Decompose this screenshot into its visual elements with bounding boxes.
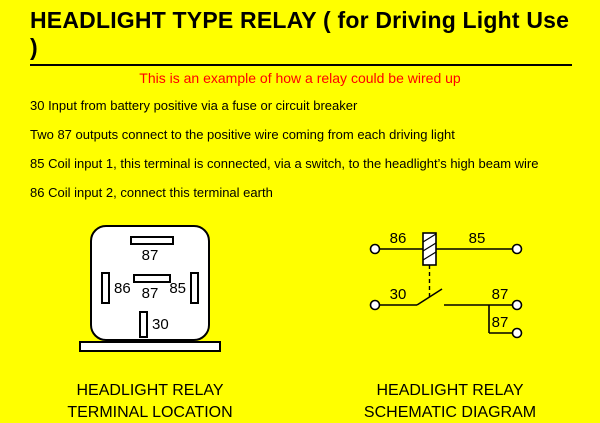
- terminal-label-30: 30: [152, 315, 169, 333]
- terminal-circle-87-top: [511, 299, 523, 311]
- schematic-caption-line2: SCHEMATIC DIAGRAM: [363, 403, 537, 421]
- schematic-caption: HEADLIGHT RELAY SCHEMATIC DIAGRAM: [364, 380, 536, 423]
- terminal-circle-87-bottom: [511, 327, 523, 339]
- terminal-label-85: 85: [169, 279, 186, 297]
- schematic-diagram: 86 85 30 87 87: [365, 214, 535, 362]
- terminal-slot-87-top: [130, 235, 174, 245]
- terminal-caption-line2: TERMINAL LOCATION: [67, 403, 233, 421]
- page-title: HEADLIGHT TYPE RELAY ( for Driving Light…: [30, 7, 570, 60]
- terminal-label-87-center: 87: [141, 284, 159, 302]
- schematic-label-87-bottom: 87: [492, 314, 509, 331]
- notes-list: 30 Input from battery positive via a fus…: [30, 98, 600, 200]
- schematic-label-30: 30: [390, 286, 407, 303]
- schematic-svg: 86 85 30 87 87: [369, 230, 523, 339]
- page: { "title": "HEADLIGHT TYPE RELAY ( for D…: [0, 7, 600, 421]
- terminal-label-87-top: 87: [141, 246, 159, 264]
- diagrams-row: 87 86 87 85 30 HEADLIGHT RELAY TERMINAL …: [0, 214, 600, 423]
- schematic-label-85: 85: [469, 230, 486, 247]
- schematic-column: 86 85 30 87 87: [300, 214, 600, 423]
- note-terminal-87: Two 87 outputs connect to the positive w…: [30, 127, 455, 142]
- note-terminal-86: 86 Coil input 2, connect this terminal e…: [30, 185, 273, 200]
- coil-hatch-2: [422, 242, 437, 252]
- subtitle: This is an example of how a relay could …: [139, 70, 461, 86]
- terminal-location-caption: HEADLIGHT RELAY TERMINAL LOCATION: [67, 380, 232, 423]
- terminal-caption-line1: HEADLIGHT RELAY: [76, 382, 224, 399]
- terminal-location-diagram: 87 86 87 85 30: [79, 214, 221, 362]
- terminal-circle-86: [369, 243, 381, 255]
- schematic-label-86: 86: [390, 230, 407, 247]
- terminal-circle-30: [369, 299, 381, 311]
- switch-blade: [416, 288, 443, 306]
- terminal-location-column: 87 86 87 85 30 HEADLIGHT RELAY TERMINAL …: [0, 214, 300, 423]
- terminal-slot-86: [101, 271, 110, 304]
- terminal-slot-87-center: [133, 273, 171, 283]
- relay-body: 87 86 87 85 30: [90, 224, 210, 341]
- relay-mounting-base: [79, 340, 221, 352]
- schematic-label-87-top: 87: [492, 286, 509, 303]
- note-terminal-85: 85 Coil input 1, this terminal is connec…: [30, 156, 539, 171]
- coil-hatch-3: [422, 251, 437, 261]
- coil-hatch-1: [422, 233, 437, 243]
- schematic-caption-line1: HEADLIGHT RELAY: [376, 382, 524, 399]
- terminal-slot-30: [139, 310, 148, 338]
- page-title-wrap: HEADLIGHT TYPE RELAY ( for Driving Light…: [30, 7, 572, 66]
- terminal-slot-85: [190, 271, 199, 304]
- terminal-label-86: 86: [114, 279, 131, 297]
- terminal-circle-85: [511, 243, 523, 255]
- note-terminal-30: 30 Input from battery positive via a fus…: [30, 98, 358, 113]
